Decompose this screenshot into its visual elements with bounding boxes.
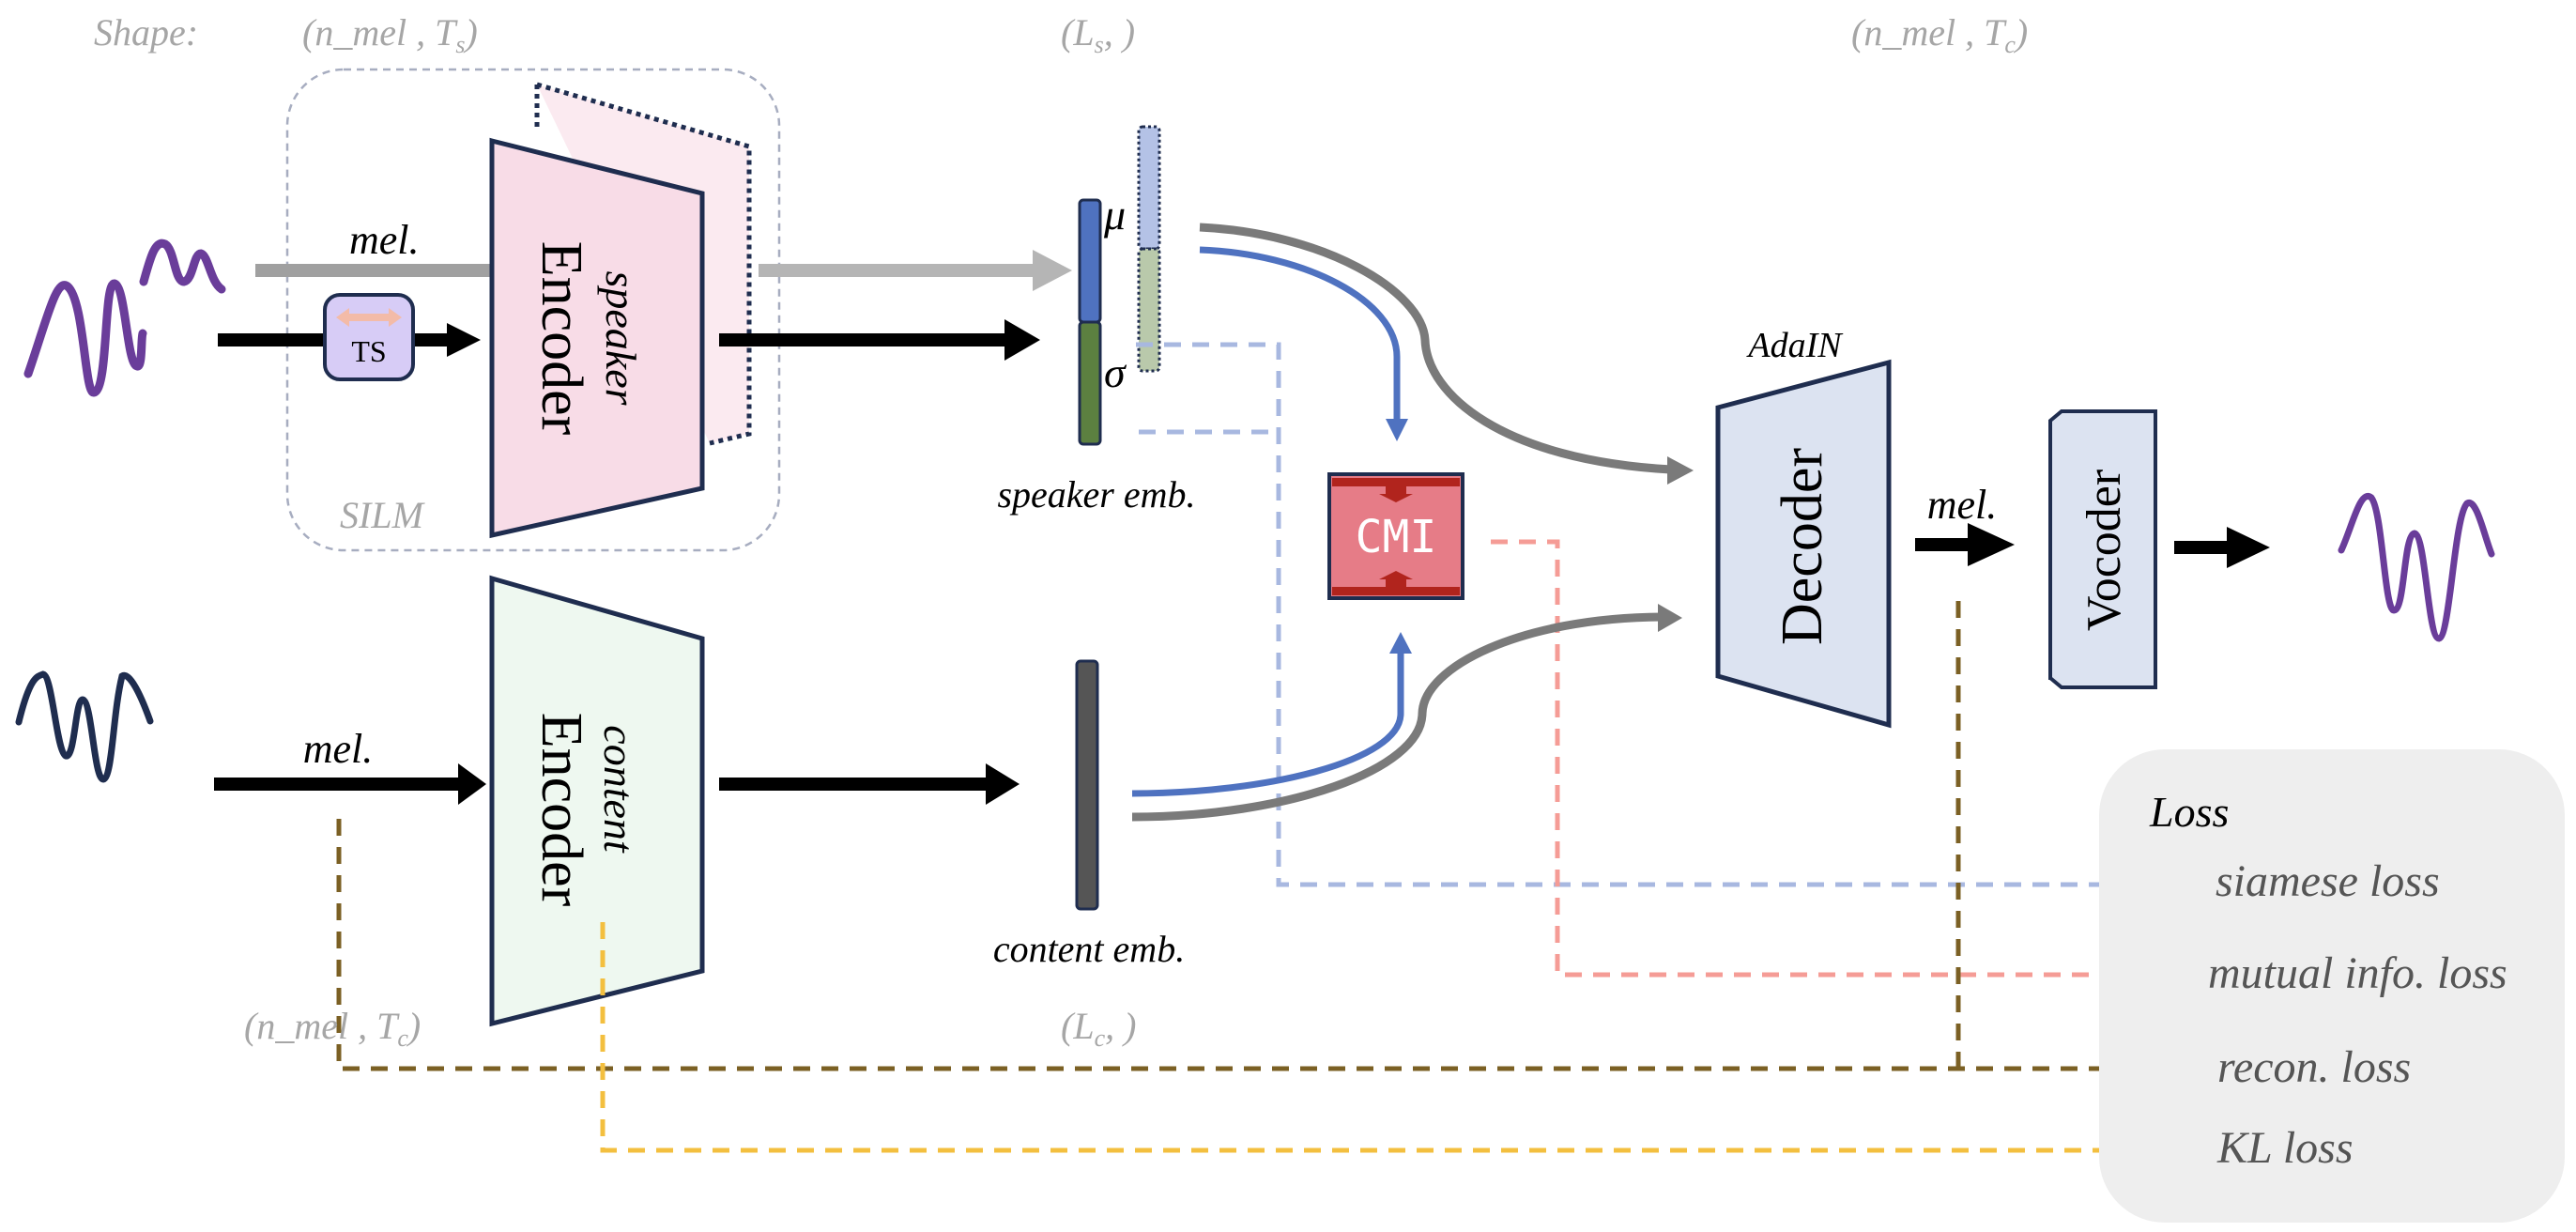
vocoder-label-group: Vocoder [2078,470,2131,631]
mutual-info-loss-path [1491,539,2176,978]
speaker-black-arrowhead [1004,319,1040,361]
speaker-to-decoder-flow [1199,223,1672,474]
speaker-embedding: μ σ [1078,125,1161,446]
speaker-waveform-small-icon [139,239,226,294]
kl-loss-path [600,922,2187,1153]
cmi-block: CMI [1327,472,1464,600]
loss-item-mutual-info: mutual info. loss [2208,948,2507,998]
content-embedding-bar [1075,659,1099,911]
speaker-encoder-subtitle: speaker [597,270,645,406]
content-mel-label: mel. [303,726,374,772]
loss-panel-title: Loss [2149,788,2229,836]
cmi-bottom-bar [1332,587,1460,595]
content-encoder-title: Encoder [529,713,593,907]
decoder-to-vocoder-arrowhead [1968,523,2015,566]
cmi-compress-down-icon [1379,486,1413,502]
speaker-encoder-label-group: Encoder [529,241,593,436]
decoder-block [1715,359,1892,729]
speaker-mel-gray-line [255,264,490,277]
shape-content-emb: (Lc, ) [1061,1005,1136,1052]
speaker-to-cmi-arrowhead [1386,419,1408,441]
loss-panel-bg [2099,749,2565,1223]
content-emb-label: content emb. [993,928,1185,970]
vocoder-block [2048,409,2157,689]
sigma-ghost-bar [1137,247,1161,373]
mu-label: μ [1103,191,1126,239]
content-mel-arrow-shaft [214,778,468,791]
ts-to-encoder-arrowhead [447,323,481,357]
shape-speaker-input: (n_mel , Ts) [302,11,478,58]
speaker-emb-label: speaker emb. [997,473,1195,516]
decoder-mel-label: mel. [1927,482,1998,528]
ts-block: TS [323,293,415,381]
loss-item-siamese: siamese loss [2216,856,2440,906]
content-mel-arrowhead [458,763,486,805]
speaker-waveform-main-icon [23,279,147,397]
content-to-decoder-flow [1131,612,1663,822]
speaker-input-arrow-shaft [218,333,326,346]
content-encoder-subtitle: content [595,725,643,854]
sigma-bar [1078,320,1102,446]
shape-content-input: (n_mel , Tc) [244,1005,421,1052]
vocoder-output-arrowhead [2227,527,2270,568]
mu-ghost-bar [1137,125,1161,251]
time-stretch-arrow-icon [336,308,402,327]
adain-label: AdaIN [1745,326,1844,365]
decoder-label-group: Decoder [1771,448,1834,645]
cmi-label: CMI [1356,511,1437,563]
content-emb-arrowhead [986,763,1020,805]
decoder-label: Decoder [1771,448,1834,645]
vocoder-label: Vocoder [2078,470,2131,631]
speaker-gray-arrow-shaft [759,264,1040,277]
content-encoder-title-group: Encoder [529,713,593,907]
speaker-encoder [489,137,705,539]
content-encoder-subtitle-group: content [595,725,643,854]
shape-prefix-label: Shape: [94,11,198,54]
vocoder-output-shaft [2174,541,2231,554]
ts-label: TS [351,334,386,368]
content-to-cmi-flow [1131,652,1404,797]
speaker-to-decoder-arrowhead [1667,456,1694,485]
shape-labels-top: Shape: (n_mel , Ts) (Ls, ) (n_mel , Tc) [94,11,2028,58]
content-to-decoder-arrowhead [1658,604,1682,632]
mu-bar [1078,198,1102,324]
shape-output: (n_mel , Tc) [1851,11,2028,58]
ts-to-encoder-shaft [413,333,451,346]
loss-item-kl: KL loss [2216,1123,2354,1173]
content-encoder [489,575,705,1027]
speaker-encoder-title: Encoder [529,241,593,436]
output-waveform-icon [2338,492,2495,642]
speaker-mel-label: mel. [349,217,420,263]
content-to-cmi-arrowhead [1389,632,1412,654]
silm-label: SILM [340,494,426,536]
shape-speaker-emb: (Ls, ) [1061,11,1135,58]
cmi-compress-up-icon [1379,571,1413,587]
sigma-label: σ [1104,348,1127,396]
siamese-loss-path [1136,342,2187,887]
speaker-to-cmi-flow [1199,246,1401,421]
silm-box [285,68,781,552]
content-emb-arrow-shaft [719,778,991,791]
speaker-encoder-subtitle-group: speaker [597,270,645,406]
decoder-to-vocoder-shaft [1915,538,1971,551]
loss-panel: Loss siamese loss mutual info. loss reco… [2099,749,2565,1223]
speaker-black-arrow-shaft [719,333,1020,346]
speaker-gray-arrowhead [1033,250,1072,291]
content-waveform-icon [15,670,154,783]
loss-item-recon: recon. loss [2217,1042,2411,1092]
cmi-top-bar [1332,478,1460,486]
